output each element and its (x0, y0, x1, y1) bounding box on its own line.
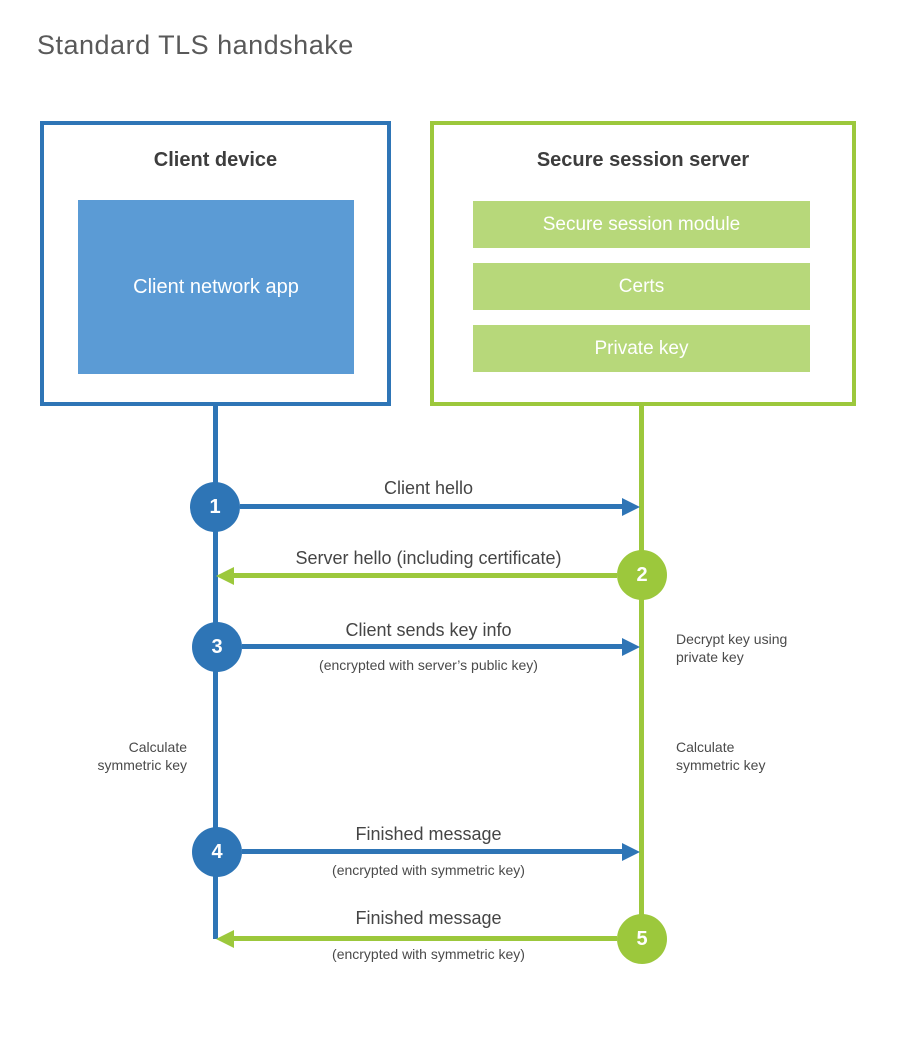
step-2-label: Server hello (including certificate) (295, 548, 562, 568)
server-module-private-key: Private key (473, 325, 810, 372)
step-3-sublabel: (encrypted with server’s public key) (319, 657, 538, 673)
step-2-arrowhead-left-icon (216, 567, 234, 585)
note-decrypt-key: Decrypt key using private key (676, 631, 788, 665)
client-network-app-label: Client network app (133, 275, 299, 298)
note-calculate-symmetric-key-server: Calculate symmetric key (676, 739, 766, 773)
step-3-label: Client sends key info (345, 620, 512, 640)
step-4-arrow-line (242, 849, 622, 854)
step-5-badge: 5 (617, 914, 667, 964)
step-4-arrowhead-right-icon (622, 843, 640, 861)
step-5-arrow-line (234, 936, 617, 941)
server-module-secure-session: Secure session module (473, 201, 810, 248)
secure-session-server-box: Secure session server Secure session mod… (430, 121, 856, 406)
step-2-badge: 2 (617, 550, 667, 600)
step-3-badge: 3 (192, 622, 242, 672)
client-lifeline (213, 405, 218, 939)
step-5-arrowhead-left-icon (216, 930, 234, 948)
server-lifeline (639, 405, 644, 939)
step-1-arrow-line (240, 504, 622, 509)
step-4-label: Finished message (355, 824, 502, 844)
server-module-certs: Certs (473, 263, 810, 310)
client-network-app-box: Client network app (78, 200, 354, 374)
client-device-title: Client device (153, 149, 278, 171)
note-calculate-symmetric-key-client: Calculate symmetric key (97, 739, 187, 773)
page-title: Standard TLS handshake (37, 30, 354, 60)
step-2-arrow-line (234, 573, 617, 578)
step-4-sublabel: (encrypted with symmetric key) (332, 862, 525, 878)
step-5-sublabel: (encrypted with symmetric key) (332, 946, 525, 962)
client-device-box: Client device Client network app (40, 121, 391, 406)
step-1-badge: 1 (190, 482, 240, 532)
step-1-label: Client hello (383, 478, 474, 498)
step-3-arrowhead-right-icon (622, 638, 640, 656)
step-1-arrowhead-right-icon (622, 498, 640, 516)
step-3-arrow-line (242, 644, 622, 649)
step-4-badge: 4 (192, 827, 242, 877)
server-title: Secure session server (536, 149, 750, 171)
step-5-label: Finished message (355, 908, 502, 928)
